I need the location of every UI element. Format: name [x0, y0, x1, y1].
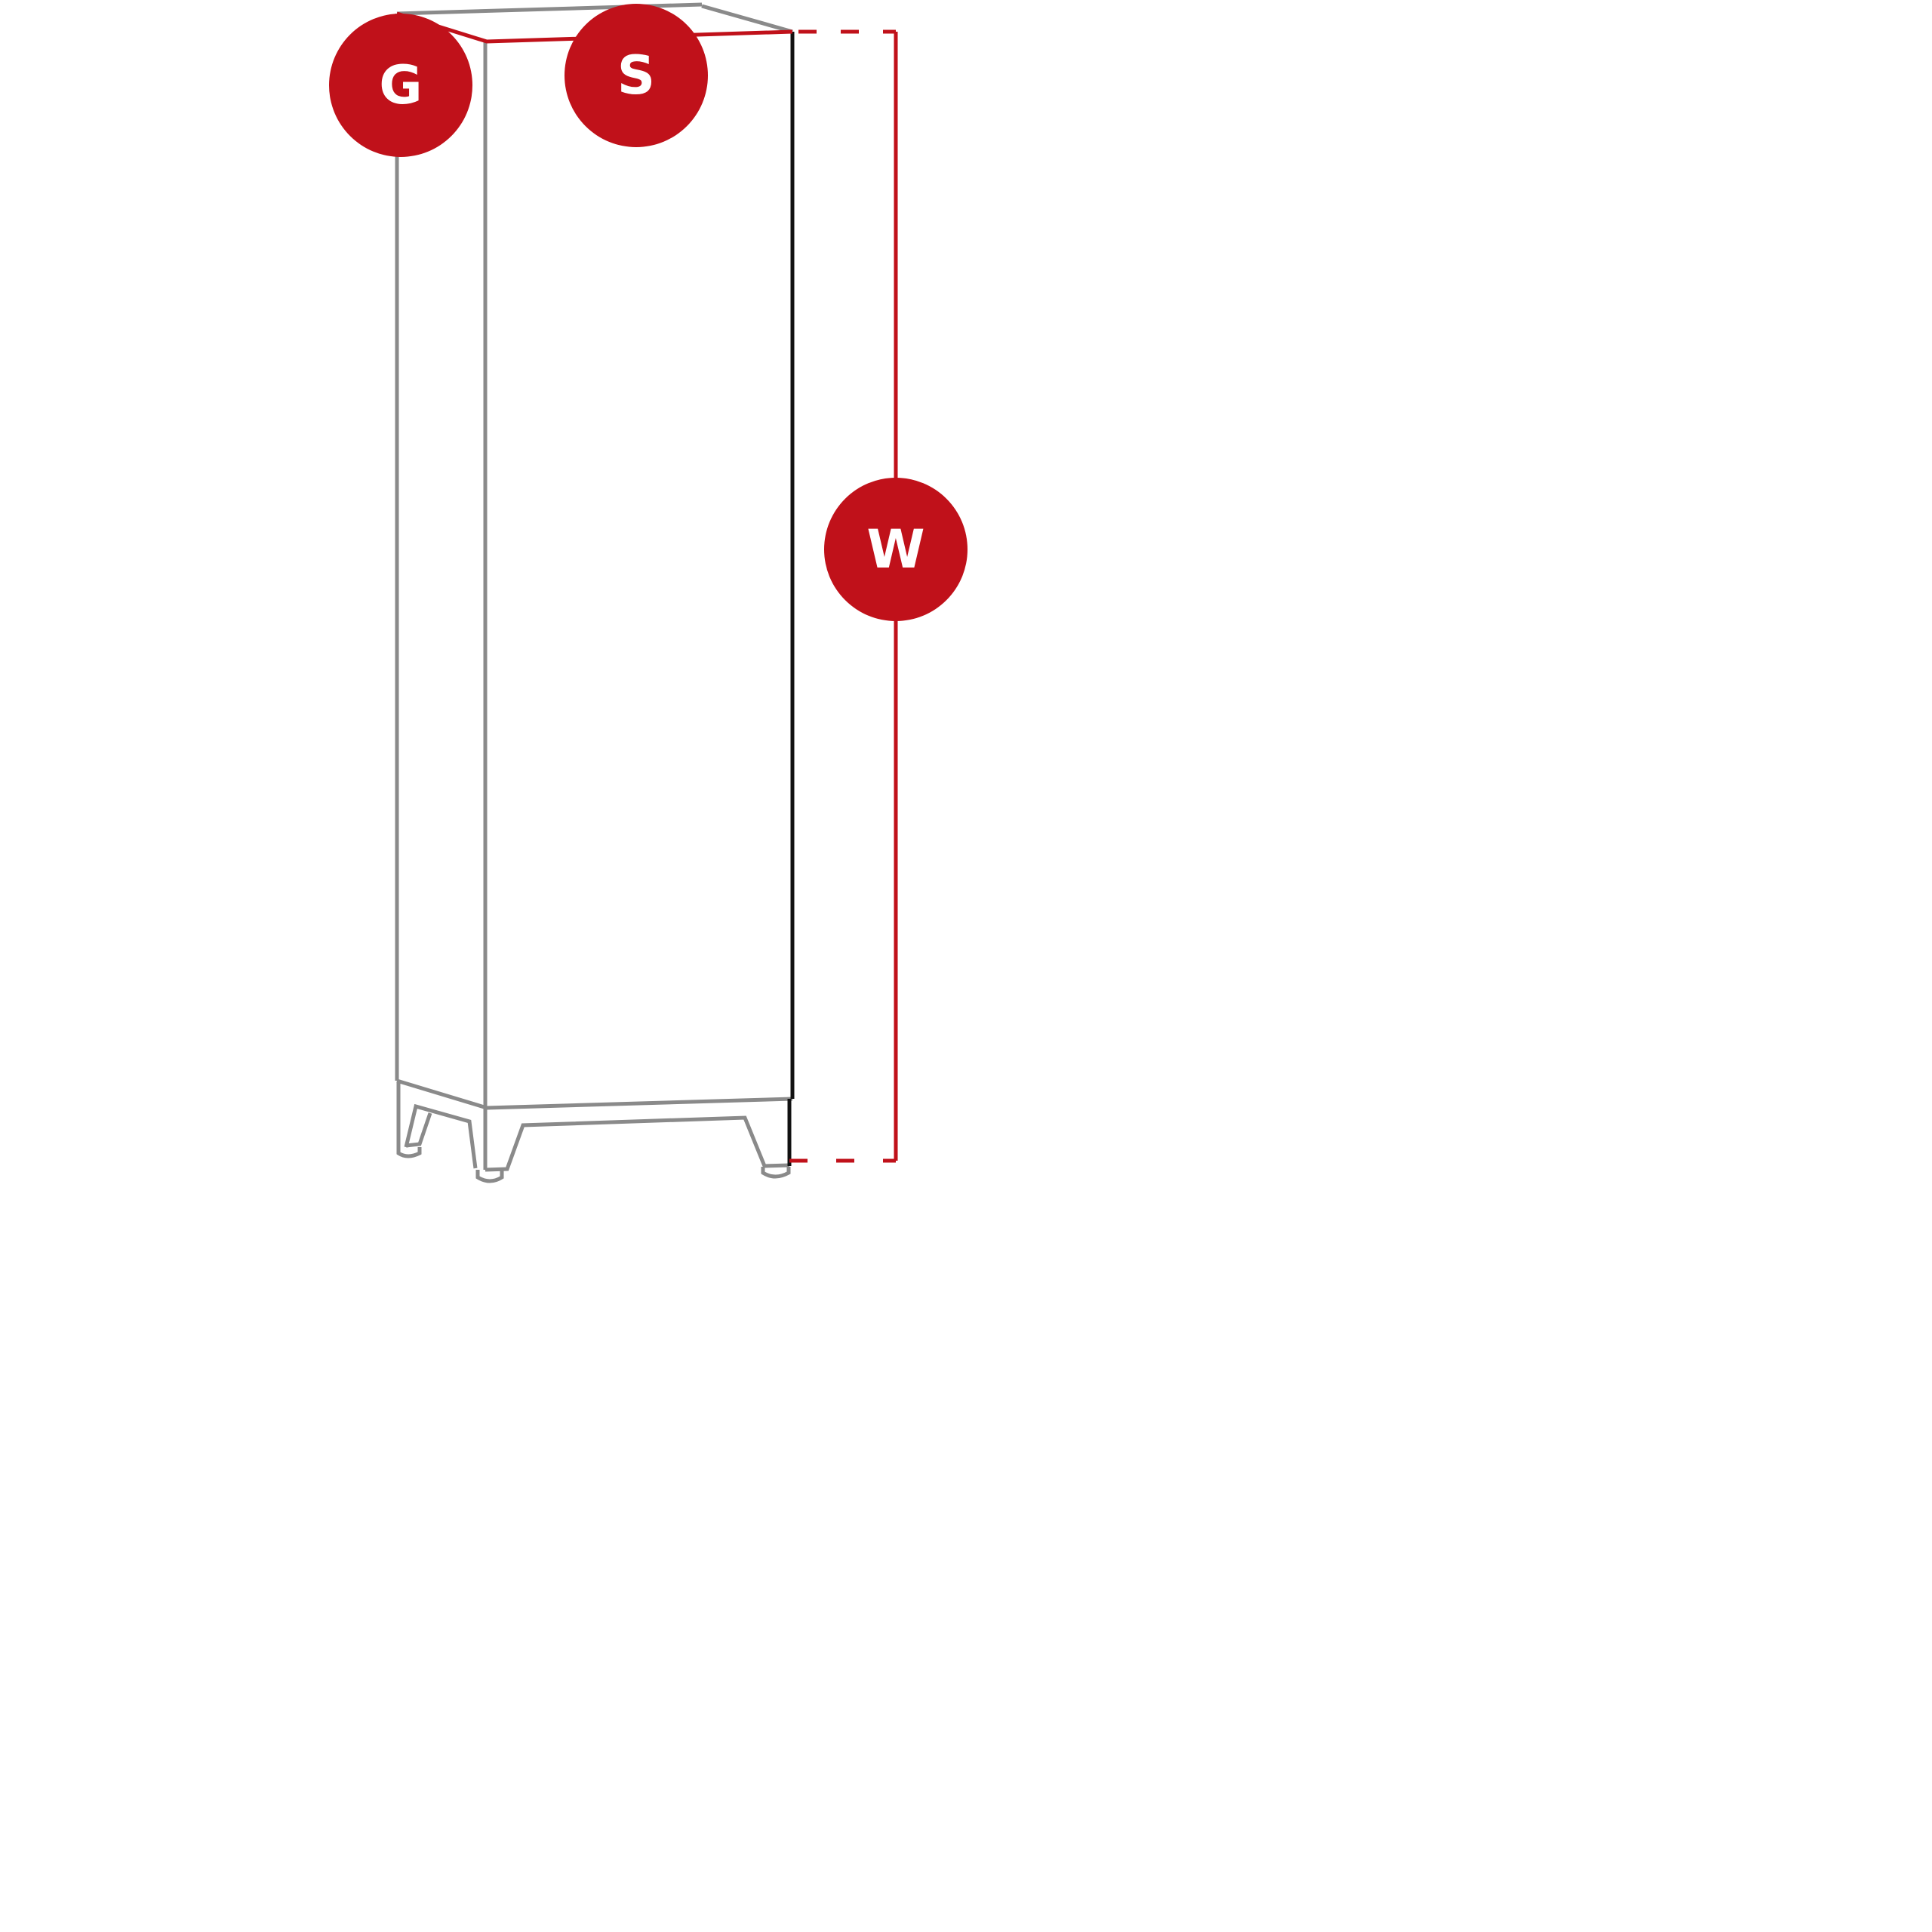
cabinet-outline — [395, 2, 793, 1183]
height-badge: W — [824, 478, 968, 621]
width-badge: S — [565, 4, 708, 147]
depth-badge: G — [329, 14, 472, 157]
dimension-lines — [396, 11, 898, 1163]
cabinet-front-edge — [787, 32, 795, 1166]
